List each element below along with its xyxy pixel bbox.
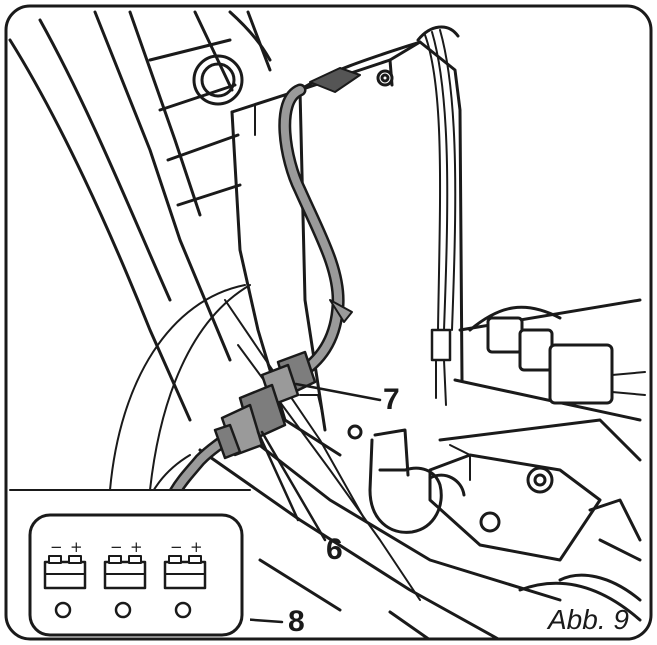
minus-sign: −	[110, 538, 123, 556]
minus-sign: −	[50, 538, 63, 556]
seat-frame	[8, 10, 272, 422]
callout-6: 6	[326, 533, 343, 566]
bracket	[368, 428, 466, 534]
plus-sign: +	[130, 538, 143, 556]
plus-sign: +	[70, 538, 83, 556]
wire-bundle	[224, 29, 457, 601]
battery-1-icon	[43, 555, 87, 619]
battery-3-icon	[163, 555, 207, 619]
cable-7	[278, 83, 353, 379]
callout-7: 7	[383, 383, 400, 416]
figure-caption: Abb. 9	[548, 604, 629, 635]
connector-6	[213, 383, 287, 460]
zoom-arc	[109, 284, 251, 491]
battery-indicator-inset	[28, 513, 244, 637]
base-rail	[198, 394, 562, 639]
polarity-signs: − + − + − +	[50, 538, 203, 556]
battery-2-icon	[103, 555, 147, 619]
plus-sign: +	[190, 538, 203, 556]
outer-frame	[4, 4, 653, 641]
right-compartment	[428, 298, 646, 622]
minus-sign: −	[170, 538, 183, 556]
callout-8: 8	[288, 605, 305, 638]
